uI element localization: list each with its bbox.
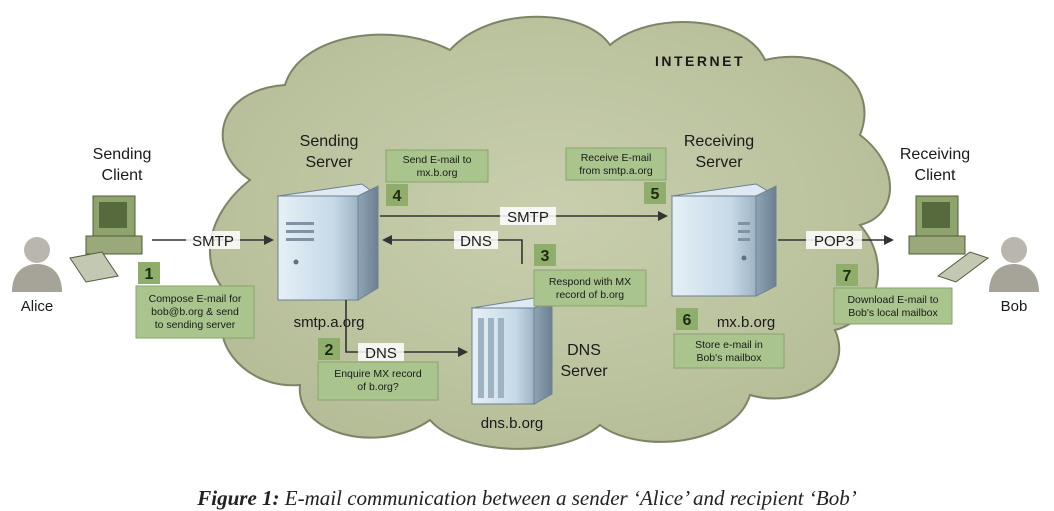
caption-label: Figure 1:	[197, 486, 280, 510]
bob-person-icon	[989, 237, 1039, 292]
dns-server-label-1: DNS	[567, 342, 601, 359]
step-5-box: 5 Receive E-mail from smtp.a.org	[565, 147, 667, 204]
sending-server-icon	[276, 183, 380, 301]
step-4-line-1: Send E-mail to	[403, 154, 472, 166]
alice-person-icon	[12, 237, 62, 292]
step-2-number: 2	[325, 342, 334, 359]
bob-label: Bob	[1001, 298, 1028, 315]
cloud-title: INTERNET	[655, 53, 745, 69]
step-1-line-3: to sending server	[155, 319, 236, 331]
figure-caption: Figure 1: E-mail communication between a…	[0, 486, 1054, 511]
dns-response-label: DNS	[460, 233, 492, 250]
receiving-client-label-1: Receiving	[900, 146, 970, 163]
step-3-box: 3 Respond with MX record of b.org	[533, 244, 647, 307]
step-4-number: 4	[393, 188, 402, 205]
sending-server-label-1: Sending	[300, 133, 359, 150]
receiving-server-label-1: Receiving	[684, 133, 754, 150]
receiving-server-label-2: Server	[695, 154, 743, 171]
step-5-line-1: Receive E-mail	[581, 152, 652, 164]
step-6-line-2: Bob's mailbox	[696, 352, 762, 364]
step-1-number: 1	[145, 266, 154, 283]
receiving-server-host: mx.b.org	[717, 314, 775, 331]
step-2-line-2: of b.org?	[357, 381, 399, 393]
receiving-server-icon	[670, 183, 778, 297]
alice-label: Alice	[21, 298, 54, 315]
email-flow-diagram: INTERNET Alice Bob Sending Client Receiv…	[12, 15, 1039, 450]
step-1-box: 1 Compose E-mail for bob@b.org & send to…	[135, 262, 255, 339]
step-6-line-1: Store e-mail in	[695, 339, 763, 351]
pop3-label: POP3	[814, 233, 854, 250]
dns-response-arrow	[382, 235, 523, 264]
step-7-line-1: Download E-mail to	[847, 294, 938, 306]
step-1-line-1: Compose E-mail for	[149, 293, 242, 305]
step-5-number: 5	[651, 186, 660, 203]
sending-client-label-1: Sending	[93, 146, 152, 163]
step-4-line-2: mx.b.org	[417, 167, 458, 179]
smtp-client-label: SMTP	[192, 233, 234, 250]
step-7-line-2: Bob's local mailbox	[848, 307, 938, 319]
receiving-client-label-2: Client	[915, 167, 956, 184]
dns-query-label: DNS	[365, 345, 397, 362]
sending-client-label-2: Client	[102, 167, 143, 184]
dns-server-host: dns.b.org	[481, 415, 544, 432]
step-2-line-1: Enquire MX record	[334, 368, 422, 380]
dns-server-icon	[470, 297, 554, 405]
step-1-line-2: bob@b.org & send	[151, 306, 239, 318]
step-6-number: 6	[683, 312, 692, 329]
sending-server-host: smtp.a.org	[294, 314, 365, 331]
step-3-line-2: record of b.org	[556, 289, 624, 301]
smtp-server-label: SMTP	[507, 209, 549, 226]
sending-client-computer-icon	[69, 195, 143, 283]
receiving-client-computer-icon	[908, 195, 990, 283]
step-7-number: 7	[843, 268, 852, 285]
step-6-box: 6 Store e-mail in Bob's mailbox	[673, 308, 785, 369]
dns-query-arrow	[345, 300, 468, 357]
step-7-box: 7 Download E-mail to Bob's local mailbox	[833, 264, 953, 325]
step-3-number: 3	[541, 248, 550, 265]
sending-server-label-2: Server	[305, 154, 353, 171]
step-2-box: 2 Enquire MX record of b.org?	[317, 338, 439, 401]
step-4-box: 4 Send E-mail to mx.b.org	[385, 149, 489, 206]
step-3-line-1: Respond with MX	[549, 276, 631, 288]
dns-server-label-2: Server	[560, 363, 608, 380]
caption-text: E-mail communication between a sender ‘A…	[279, 486, 857, 510]
step-5-line-2: from smtp.a.org	[579, 165, 653, 177]
